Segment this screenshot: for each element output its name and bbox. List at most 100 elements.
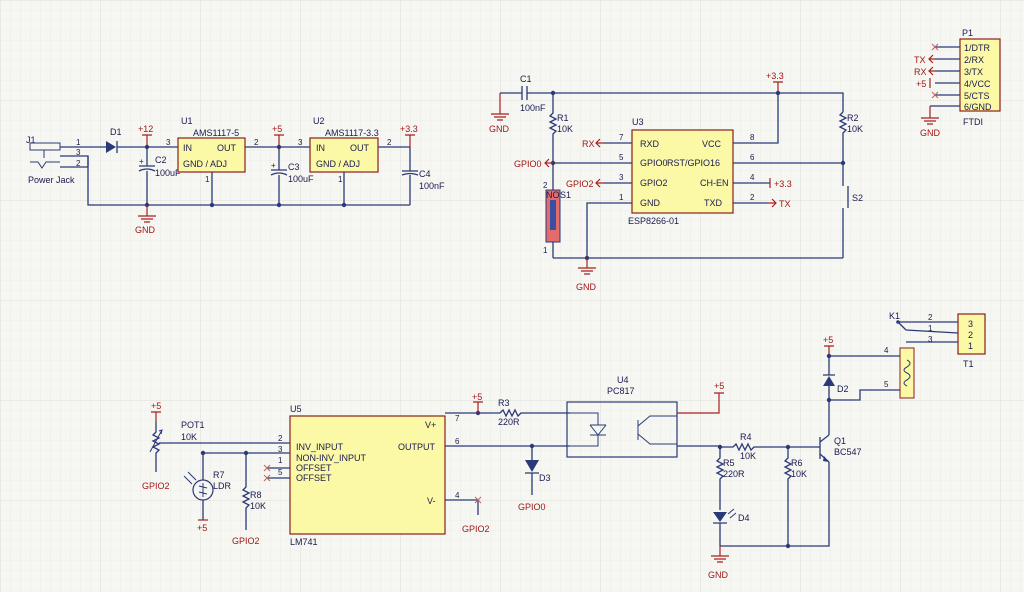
svg-text:C2: C2 [155, 155, 167, 165]
svg-text:3: 3 [76, 148, 81, 157]
svg-text:2: 2 [968, 330, 973, 340]
svg-text:+12: +12 [138, 124, 153, 134]
svg-text:6/GND: 6/GND [964, 102, 992, 112]
svg-text:5: 5 [278, 468, 283, 477]
ftdi-header-p1[interactable]: P1 1/DTR 2/RX 3/TX 4/VCC 5/CTS 6/GND FTD… [914, 28, 1001, 138]
svg-text:2: 2 [76, 159, 81, 168]
transistor-q1[interactable]: Q1 BC547 [819, 434, 862, 463]
svg-text:R4: R4 [740, 432, 752, 442]
resistor-r5[interactable]: R5 220R [715, 447, 745, 510]
port-gpio0-esp: GPIO0 [514, 158, 553, 169]
svg-text:R7: R7 [213, 470, 225, 480]
svg-text:2/RX: 2/RX [964, 55, 984, 65]
resistor-r4[interactable]: R4 10K [720, 432, 820, 461]
svg-text:OFFSET: OFFSET [296, 473, 332, 483]
svg-text:T1: T1 [963, 359, 974, 369]
svg-text:1/DTR: 1/DTR [964, 43, 991, 53]
svg-text:+5: +5 [714, 381, 724, 391]
svg-text:2: 2 [928, 313, 933, 322]
svg-text:NON-INV_INPUT: NON-INV_INPUT [296, 453, 367, 463]
svg-text:IN: IN [316, 143, 325, 153]
rail-plus5-u4: +5 [677, 381, 724, 414]
svg-text:OUT: OUT [217, 143, 237, 153]
svg-text:1: 1 [619, 193, 624, 202]
svg-text:GND: GND [489, 124, 510, 134]
ground-relay: GND [708, 546, 729, 580]
svg-text:AMS1117-3.3: AMS1117-3.3 [325, 128, 379, 138]
svg-text:GPIO2: GPIO2 [640, 178, 668, 188]
svg-text:1: 1 [338, 175, 343, 184]
svg-text:2: 2 [278, 434, 283, 443]
svg-text:+3.3: +3.3 [766, 71, 784, 81]
resistor-r1[interactable]: R1 10K [548, 93, 573, 163]
svg-text:OFFSET: OFFSET [296, 463, 332, 473]
svg-text:LM741: LM741 [290, 537, 318, 547]
svg-text:AMS1117-5: AMS1117-5 [193, 128, 239, 138]
svg-text:+3.3: +3.3 [774, 179, 792, 189]
diode-d2[interactable]: D2 [823, 356, 849, 435]
sensor-section: +5 POT1 10K GPIO2 R7 LDR +5 R8 10K [142, 375, 724, 547]
svg-text:GND: GND [640, 198, 661, 208]
port-rx-esp: RX [582, 138, 604, 149]
terminal-t1[interactable]: 3 2 1 T1 [957, 313, 986, 369]
svg-text:BC547: BC547 [834, 447, 862, 457]
resistor-r8[interactable]: R8 10K GPIO2 [232, 453, 266, 546]
svg-text:1: 1 [543, 246, 548, 255]
svg-text:5/CTS: 5/CTS [964, 91, 990, 101]
svg-text:R6: R6 [791, 458, 803, 468]
capacitor-c1[interactable]: C1 100nF [500, 74, 778, 113]
ground-esp: GND [576, 258, 597, 292]
svg-text:10K: 10K [847, 124, 863, 134]
esp8266-u3[interactable]: U3 RXD GPIO0 GPIO2 GND VCC RST/GPIO16 CH… [619, 117, 755, 226]
svg-text:Q1: Q1 [834, 436, 846, 446]
svg-text:4: 4 [750, 173, 755, 182]
svg-text:+3.3: +3.3 [400, 124, 418, 134]
relay-k1[interactable]: K1 2 1 3 4 5 [884, 311, 959, 399]
diode-d3[interactable]: D3 GPIO0 [518, 446, 551, 512]
capacitor-c3[interactable]: + C3 100uF [270, 147, 314, 205]
capacitor-c2[interactable]: + C2 100uF [138, 147, 181, 205]
led-d4[interactable]: D4 [713, 508, 750, 546]
resistor-r2[interactable]: R2 10K [838, 111, 863, 182]
svg-text:PC817: PC817 [607, 386, 635, 396]
svg-text:GPIO2: GPIO2 [462, 524, 490, 534]
svg-text:4: 4 [884, 346, 889, 355]
svg-text:C1: C1 [520, 74, 532, 84]
switch-s2[interactable]: S2 [842, 182, 863, 258]
svg-text:3: 3 [968, 319, 973, 329]
svg-text:100uF: 100uF [288, 174, 314, 184]
svg-text:C4: C4 [419, 169, 431, 179]
svg-text:10K: 10K [250, 501, 266, 511]
svg-text:U1: U1 [181, 116, 193, 126]
svg-text:+5: +5 [823, 335, 833, 345]
optocoupler-u4[interactable]: U4 PC817 [566, 375, 678, 458]
svg-text:3: 3 [166, 138, 171, 147]
potentiometer-pot1[interactable]: +5 POT1 10K GPIO2 [142, 401, 205, 491]
svg-text:D1: D1 [110, 127, 122, 137]
resistor-r3[interactable]: R3 220R [498, 398, 570, 427]
svg-text:220R: 220R [723, 469, 745, 479]
resistor-r6[interactable]: R6 10K [783, 447, 807, 546]
regulator-u1[interactable]: U1 AMS1117-5 IN OUT GND / ADJ 3 2 1 [166, 116, 259, 184]
svg-text:IN: IN [183, 143, 192, 153]
svg-text:100nF: 100nF [419, 181, 445, 191]
svg-text:S1: S1 [560, 190, 571, 200]
svg-text:5: 5 [884, 380, 889, 389]
svg-text:8: 8 [750, 133, 755, 142]
svg-text:5: 5 [619, 153, 624, 162]
capacitor-c4[interactable]: C4 100nF [401, 147, 445, 205]
svg-text:VCC: VCC [702, 139, 722, 149]
switch-s1[interactable]: NO S1 2 1 [543, 163, 571, 258]
ldr-r7[interactable]: R7 LDR +5 [183, 453, 232, 533]
svg-text:R8: R8 [250, 490, 262, 500]
svg-text:C3: C3 [288, 162, 300, 172]
j1-label: Power Jack [28, 175, 75, 185]
svg-text:7: 7 [619, 133, 624, 142]
svg-text:1: 1 [968, 341, 973, 351]
svg-text:+5: +5 [151, 401, 161, 411]
svg-text:NO: NO [546, 190, 560, 200]
svg-text:GPIO2: GPIO2 [142, 481, 170, 491]
opamp-u5[interactable]: U5 INV_INPUT NON-INV_INPUT OFFSET OFFSET… [278, 404, 460, 547]
svg-text:2: 2 [750, 193, 755, 202]
